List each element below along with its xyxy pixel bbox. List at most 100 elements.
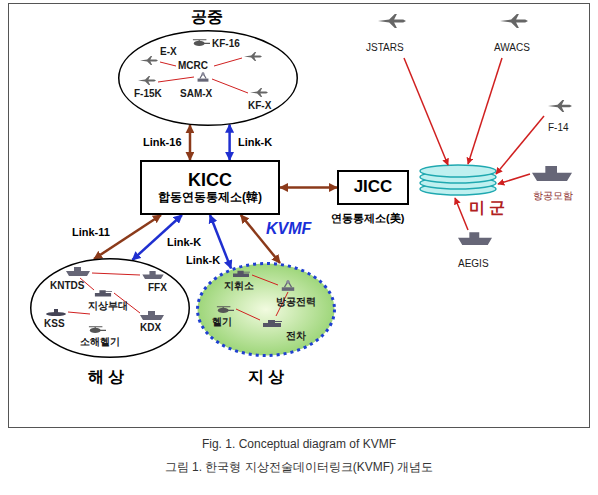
link-label: Link-16 [141, 136, 184, 148]
asset-label: AEGIS [458, 258, 489, 269]
ring-layer [420, 165, 496, 177]
node-text: 지휘소 [224, 280, 254, 291]
sea-link-line [80, 278, 94, 290]
ffx-ship-icon [142, 271, 163, 279]
sea-link-line [114, 293, 140, 313]
ground-icons [217, 271, 294, 327]
ground-heli-icon [217, 307, 234, 313]
f14-icon [548, 100, 572, 112]
node-text: 미 군 [468, 199, 506, 217]
node-text: KNTDS [50, 280, 84, 291]
us-link-line [498, 174, 530, 184]
aegis-icon [458, 232, 492, 245]
link-label: Link-K [184, 254, 222, 266]
kfx-plane-icon [250, 88, 268, 97]
sea-icons [46, 267, 164, 333]
node-text: 합동연동통제소(韓) [158, 191, 262, 204]
node-text: 지 상 [248, 368, 284, 386]
us-link-line [496, 116, 544, 174]
carrier-icon [532, 166, 572, 181]
ex-plane-icon [140, 56, 158, 65]
ellipse-outline [196, 262, 336, 357]
node-text: F-15K [134, 88, 162, 99]
air-defense-icon [282, 280, 294, 291]
ground-links [236, 275, 288, 320]
tank-icon [263, 320, 282, 327]
asset-label: F-14 [548, 122, 569, 133]
node-text: 해 상 [88, 368, 124, 386]
ground-unit-icon [95, 290, 112, 296]
minesweeper-heli-icon [89, 327, 106, 333]
link-connector [228, 125, 231, 160]
node-text: 소해헬기 [80, 336, 120, 347]
node-text: KDX [140, 322, 161, 333]
node-text: E-X [160, 46, 177, 57]
us-forces-ring: 미 군 [418, 163, 498, 197]
ellipse-shape [31, 259, 190, 358]
node-text: SAM-X [180, 88, 212, 99]
node-text: 방공전력 [276, 296, 316, 307]
air-link-line [160, 62, 176, 66]
kicc-box: KICC합동연동통제소(韓) [140, 160, 280, 215]
ground-ellipse: 지 상지휘소방공전력헬기전차 [196, 262, 336, 357]
air-link-line [158, 77, 194, 82]
ground-link-line [276, 292, 288, 316]
node-text: MCRC [178, 60, 208, 71]
node-text: 전차 [286, 330, 306, 341]
node-text: KF-16 [212, 38, 240, 49]
ground-link-line [252, 275, 278, 285]
command-post-icon [233, 271, 250, 277]
f15k-plane-icon [138, 76, 156, 85]
node-text: FFX [148, 282, 167, 293]
awacs-icon [500, 14, 528, 28]
ellipse-outline [118, 30, 298, 126]
node-text: KSS [44, 318, 65, 329]
sea-links [68, 273, 140, 314]
node-text: 연동통제소(美) [331, 212, 404, 224]
air-link-line [214, 58, 242, 66]
sea-link-line [68, 312, 90, 314]
ellipse-shape [198, 264, 335, 356]
sea-ellipse: 해 상KNTDSFFX지상부대KSS소해헬기KDX [30, 258, 190, 358]
text-stack: JICC [339, 172, 407, 203]
node-text: KICC [188, 171, 232, 191]
asset-label: AWACS [494, 42, 530, 53]
text-stack: KICC합동연동통제소(韓) [142, 162, 278, 213]
us-link-line [455, 198, 468, 230]
asset-label: JSTARS [366, 42, 404, 53]
air-link-line [212, 79, 248, 93]
us-link-line [468, 58, 502, 164]
link-label: KVMF [264, 220, 313, 238]
kdx-ship-icon [140, 311, 164, 320]
us-links [404, 58, 544, 230]
link-connector [189, 125, 192, 160]
link-connector [280, 186, 337, 189]
ground-link-line [236, 309, 260, 320]
node-text: 지상부대 [88, 300, 128, 311]
ring-symbol [418, 163, 498, 197]
asset-label: 항공모함 [533, 190, 573, 201]
link-label: Link-K [165, 236, 203, 248]
us-link-line [404, 58, 448, 165]
air-icons [138, 40, 268, 97]
link-label: Link-K [236, 136, 274, 148]
node-text: 헬기 [212, 316, 232, 327]
kf16-plane-icon [244, 52, 262, 61]
kntds-ship-icon [66, 267, 90, 276]
node-text: JICC [354, 178, 393, 197]
helicopter-icon [193, 40, 210, 46]
figure-caption: Fig. 1. Conceptual diagram of KVMF [0, 438, 598, 451]
mcrc-icon [198, 72, 209, 81]
ellipse-shape [119, 31, 298, 126]
air-links [158, 58, 248, 93]
node-text: KF-X [248, 100, 271, 111]
link-label: Link-11 [70, 226, 112, 238]
air-ellipse: 공중E-XKF-16MCRCF-15KSAM-XKF-X [118, 30, 298, 126]
jstars-icon [378, 14, 406, 28]
kss-sub-icon [46, 309, 66, 316]
node-text: 공중 [191, 8, 223, 26]
jicc-box: JICC연동통제소(美) [337, 170, 409, 205]
